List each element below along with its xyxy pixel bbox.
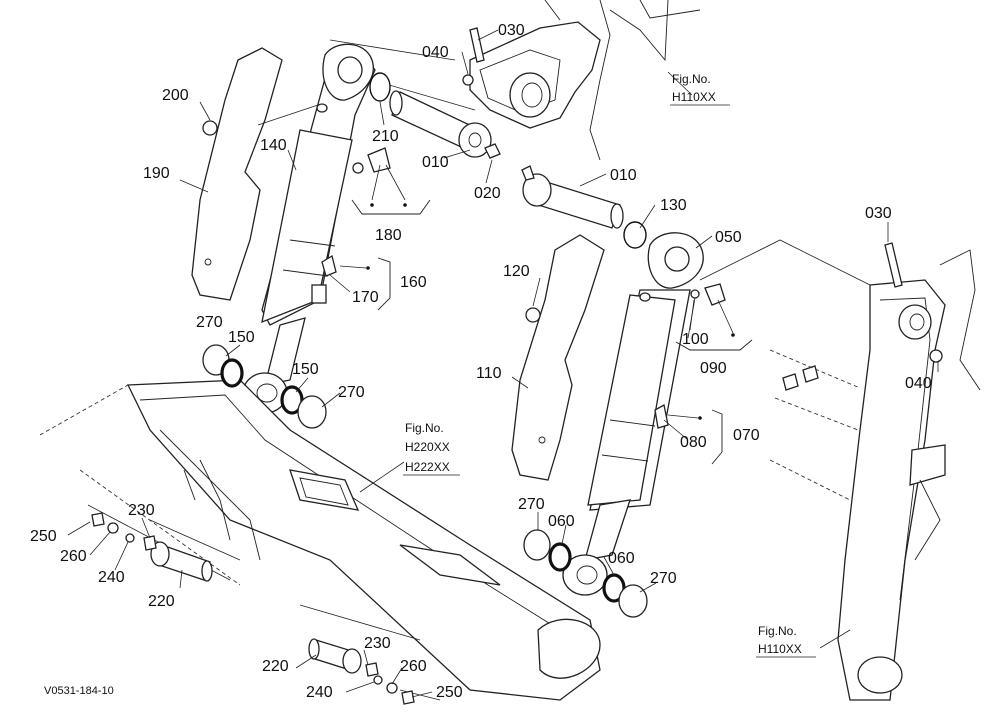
nut-040-top [462,74,474,86]
boom-bracket-top [329,0,701,161]
fig-ref-bottom-right: Fig.No. H110XX [756,624,816,658]
label-020: 020 [474,185,501,202]
label-230-bottom: 230 [364,635,391,652]
label-270-a: 270 [196,314,223,331]
label-040-top: 040 [422,44,449,61]
fig-ref-top: Fig.No. H110XX [670,72,730,106]
bolt-030-top [469,27,485,63]
guide-left-1 [39,384,129,436]
guide-right-4 [699,239,871,286]
label-250-bottom: 250 [436,684,463,701]
label-270-d: 270 [650,570,677,587]
leader-lines [67,29,939,698]
label-250-left: 250 [30,528,57,545]
label-130: 130 [660,197,687,214]
label-200: 200 [162,87,189,104]
label-160: 160 [400,274,427,291]
fig-ref-bottom-title: Fig.No. [758,624,797,638]
label-210: 210 [372,128,399,145]
cover-bolt-120 [525,307,541,323]
fig-ref-top-number: H110XX [672,90,716,104]
guide-right-1 [769,349,861,389]
label-110: 110 [476,365,502,382]
label-260-bottom: 260 [400,658,427,675]
label-060-b: 060 [608,550,635,567]
label-240-bottom: 240 [306,684,333,701]
label-220-bottom: 220 [262,658,289,675]
oring-060a [548,542,572,572]
oring-150a [220,358,244,388]
washer-270b [297,395,327,429]
boom-cylinder-right [562,232,704,596]
label-150-a: 150 [228,329,255,346]
pin-010-left [389,90,492,158]
cylinder-cover-left [191,47,283,301]
label-270-c: 270 [518,496,545,513]
label-140: 140 [260,137,287,154]
fig-ref-middle-number-2: H222XX [405,460,450,474]
fig-ref-top-title: Fig.No. [672,72,711,86]
bolt-030-right [884,242,903,288]
label-100: 100 [682,331,709,348]
fig-ref-bottom-number: H110XX [758,642,802,656]
pin-set-220-bottom [299,604,441,705]
label-220-left: 220 [148,593,175,610]
label-030-top: 030 [498,22,525,39]
label-010-left: 010 [422,154,449,171]
washer-270c [523,529,551,561]
fitting-070 [654,403,723,465]
drawing-code: V0531-184-10 [44,685,114,697]
label-260-left: 260 [60,548,87,565]
part-labels: 030 040 200 210 140 190 010 020 010 180 … [30,22,932,701]
boom-right [782,249,981,701]
label-080: 080 [680,434,707,451]
shim-210 [369,72,391,102]
label-230-left: 230 [128,502,155,519]
fitting-180 [351,147,431,215]
washer-270d [618,584,648,618]
label-270-b: 270 [338,384,365,401]
label-120: 120 [503,263,530,280]
label-240-left: 240 [98,569,125,586]
label-150-b: 150 [292,361,319,378]
label-050: 050 [715,229,742,246]
label-040-right: 040 [905,375,932,392]
grease-nipple-020 [484,143,501,159]
pin-set-220-left [87,504,241,582]
label-070: 070 [733,427,760,444]
label-190: 190 [143,165,170,182]
arm-bracket-left [126,379,601,701]
label-170: 170 [352,289,379,306]
guide-right-3 [769,459,851,501]
label-030-right: 030 [865,205,892,222]
label-180: 180 [375,227,402,244]
guide-right-2 [774,397,859,431]
fitting-160 [321,254,391,311]
pin-010-right [521,165,624,229]
label-060-a: 060 [548,513,575,530]
label-010-right: 010 [610,167,637,184]
cover-bolt-200 [202,120,218,136]
shim-130 [623,221,647,249]
fig-ref-middle-number: H220XX [405,440,450,454]
fig-ref-middle: Fig.No. H220XX H222XX [403,421,460,476]
fig-ref-middle-title: Fig.No. [405,421,444,435]
label-090: 090 [700,360,727,377]
guide-left-2 [79,469,241,586]
cylinder-cover-right [511,234,605,481]
nut-040-right [929,349,943,363]
